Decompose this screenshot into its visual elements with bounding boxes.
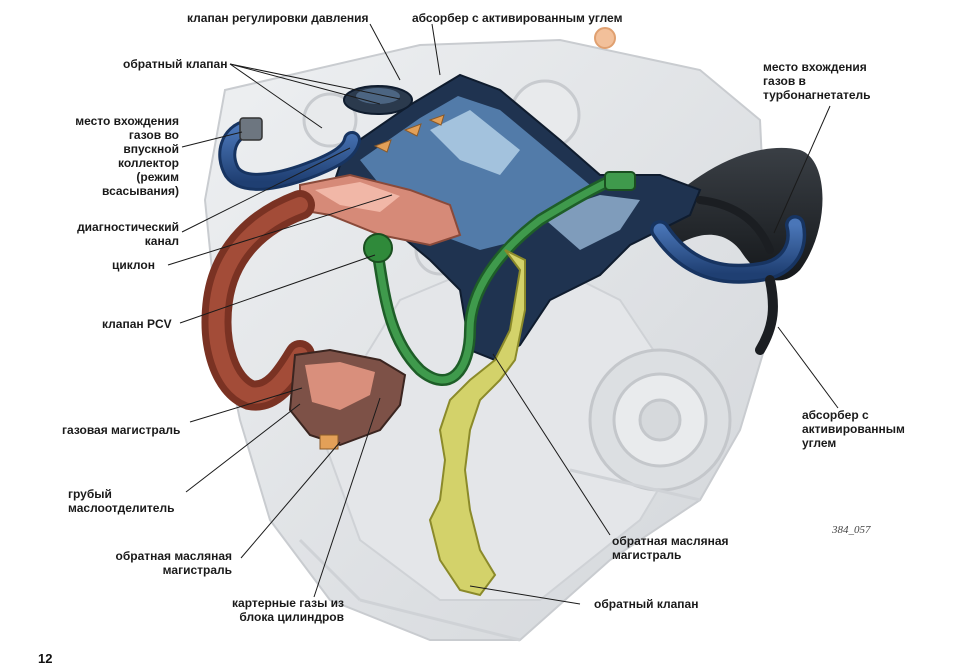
figure-code: 384_057 [832,524,871,536]
absorber-hose [755,275,778,355]
label-check-valve-top: обратный клапан [123,57,228,71]
page-number: 12 [38,651,53,666]
pcv-valve [363,233,393,263]
label-carbon-absorber-right: абсорбер с активированным углем [802,408,905,450]
label-turbo-entry: место вхождения газов в турбонагнетатель [763,60,871,102]
label-check-valve-bottom: обратный клапан [594,597,699,611]
label-intake-entry: место вхождения газов во впускной коллек… [75,114,179,198]
label-gas-line: газовая магистраль [62,423,181,437]
label-crankcase-gases: картерные газы из блока цилиндров [232,596,344,624]
label-cyclone: циклон [112,258,155,272]
label-diagnostic-channel: диагностический канал [77,220,179,248]
label-carbon-absorber-top: абсорбер с активированным углем [412,11,623,25]
label-coarse-separator: грубый маслоотделитель [68,487,175,515]
label-pressure-regulator-valve: клапан регулировки давления [187,11,369,25]
label-pcv-valve: клапан PCV [102,317,172,331]
oil-return-line [428,249,526,597]
label-oil-return-right: обратная масляная магистраль [612,534,729,562]
label-oil-return-left: обратная масляная магистраль [115,549,233,577]
